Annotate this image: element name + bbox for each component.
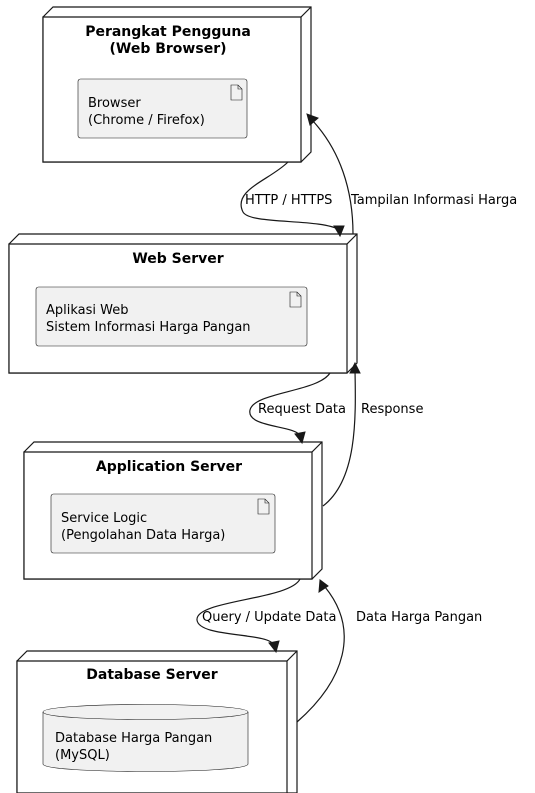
- user-device-node: Perangkat Pengguna (Web Browser) Browser…: [42, 6, 312, 163]
- edge-response: [322, 361, 361, 507]
- database-server-title: Database Server: [86, 667, 217, 683]
- edge-price-data-label: Data Harga Pangan: [356, 610, 482, 625]
- edge-request-data-label: Request Data: [258, 402, 346, 417]
- web-app-artifact: Aplikasi Web Sistem Informasi Harga Pang…: [35, 286, 308, 347]
- application-server-title: Application Server: [96, 459, 242, 475]
- browser-artifact: Browser (Chrome / Firefox): [77, 78, 248, 139]
- edge-http: [240, 161, 345, 238]
- web-app-artifact-line2: Sistem Informasi Harga Pangan: [46, 320, 251, 335]
- edge-display-price: [306, 113, 354, 235]
- database-cylinder: Database Harga Pangan (MySQL): [42, 704, 249, 772]
- user-device-title-line2: (Web Browser): [110, 41, 227, 57]
- edge-display-price-label: Tampilan Informasi Harga: [350, 193, 517, 208]
- database-line1: Database Harga Pangan: [55, 731, 212, 746]
- database-line2: (MySQL): [55, 748, 110, 763]
- edge-http-label: HTTP / HTTPS: [245, 193, 332, 208]
- edge-response-label: Response: [361, 402, 423, 417]
- application-server-node: Application Server Service Logic (Pengol…: [23, 441, 323, 580]
- service-logic-artifact-line2: (Pengolahan Data Harga): [61, 528, 225, 543]
- browser-artifact-line1: Browser: [88, 96, 141, 111]
- web-server-title: Web Server: [132, 251, 223, 267]
- database-server-node: Database Server Database Harga Pangan (M…: [16, 650, 298, 793]
- edge-query-update: [196, 578, 301, 654]
- edge-price-data: [296, 579, 345, 723]
- service-logic-artifact-line1: Service Logic: [61, 511, 147, 526]
- web-server-node: Web Server Aplikasi Web Sistem Informasi…: [8, 233, 358, 374]
- edge-request-data: [249, 372, 331, 445]
- web-app-artifact-line1: Aplikasi Web: [46, 303, 129, 318]
- user-device-title-line1: Perangkat Pengguna: [85, 24, 251, 40]
- browser-artifact-line2: (Chrome / Firefox): [88, 113, 205, 128]
- service-logic-artifact: Service Logic (Pengolahan Data Harga): [50, 493, 276, 554]
- edge-query-update-label: Query / Update Data: [202, 610, 336, 625]
